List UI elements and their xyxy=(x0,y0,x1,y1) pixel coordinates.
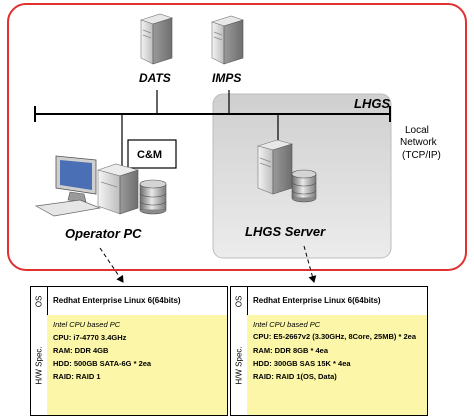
pc-tower-icon xyxy=(96,163,140,215)
hw-spec-body: Intel CPU based PC CPU: i7-4770 3.4GHz R… xyxy=(47,315,227,415)
hw-raid: RAID: RAID 1(OS, Data) xyxy=(253,372,337,381)
keyboard-icon xyxy=(34,199,102,217)
dats-label: DATS xyxy=(139,71,171,85)
lhgs-database-icon xyxy=(291,169,317,203)
cm-label: C&M xyxy=(137,149,162,161)
hw-ram: RAM: DDR 4GB xyxy=(53,346,109,355)
hw-heading: Intel CPU based PC xyxy=(53,320,121,329)
hw-label: H/W Spec. xyxy=(31,315,48,415)
database-icon xyxy=(139,179,167,215)
lhgs-zone-label: LHGS xyxy=(354,96,390,111)
os-value: Redhat Enterprise Linux 6(64bits) xyxy=(53,296,181,305)
hw-hdd: HDD: 500GB SATA-6G * 2ea xyxy=(53,359,152,368)
os-label: OS xyxy=(31,287,48,315)
lhgs-server-label: LHGS Server xyxy=(245,224,326,239)
hw-spec-body: Intel CPU based PC CPU: E5-2667v2 (3.30G… xyxy=(247,315,427,415)
dats-server-icon xyxy=(140,13,173,65)
operator-spec-table: OS Redhat Enterprise Linux 6(64bits) H/W… xyxy=(30,286,228,416)
hw-label: H/W Spec. xyxy=(231,315,248,415)
os-value: Redhat Enterprise Linux 6(64bits) xyxy=(253,296,381,305)
hw-cpu: CPU: i7-4770 3.4GHz xyxy=(53,333,127,342)
imps-server-icon xyxy=(211,15,244,65)
operator-pc-label: Operator PC xyxy=(65,226,142,241)
server-spec-arrow xyxy=(303,245,317,283)
cm-box xyxy=(127,139,177,169)
hw-cpu: CPU: E5-2667v2 (3.30GHz, 8Core, 25MB) * … xyxy=(253,332,416,341)
monitor-icon xyxy=(55,155,97,203)
hw-ram: RAM: DDR 8GB * 4ea xyxy=(253,346,329,355)
hw-raid: RAID: RAID 1 xyxy=(53,372,101,381)
os-row: OS Redhat Enterprise Linux 6(64bits) xyxy=(231,287,427,316)
lhgs-server-icon xyxy=(256,139,294,195)
server-spec-table: OS Redhat Enterprise Linux 6(64bits) H/W… xyxy=(230,286,428,416)
os-label: OS xyxy=(231,287,248,315)
network-label-line1: Local xyxy=(405,125,429,136)
network-label-line2: Network xyxy=(400,137,438,148)
os-row: OS Redhat Enterprise Linux 6(64bits) xyxy=(31,287,227,316)
network-label-line3: (TCP/IP) xyxy=(402,150,441,161)
hw-hdd: HDD: 300GB SAS 15K * 4ea xyxy=(253,359,351,368)
hw-heading: Intel CPU based PC xyxy=(253,320,321,329)
imps-label: IMPS xyxy=(212,71,241,85)
